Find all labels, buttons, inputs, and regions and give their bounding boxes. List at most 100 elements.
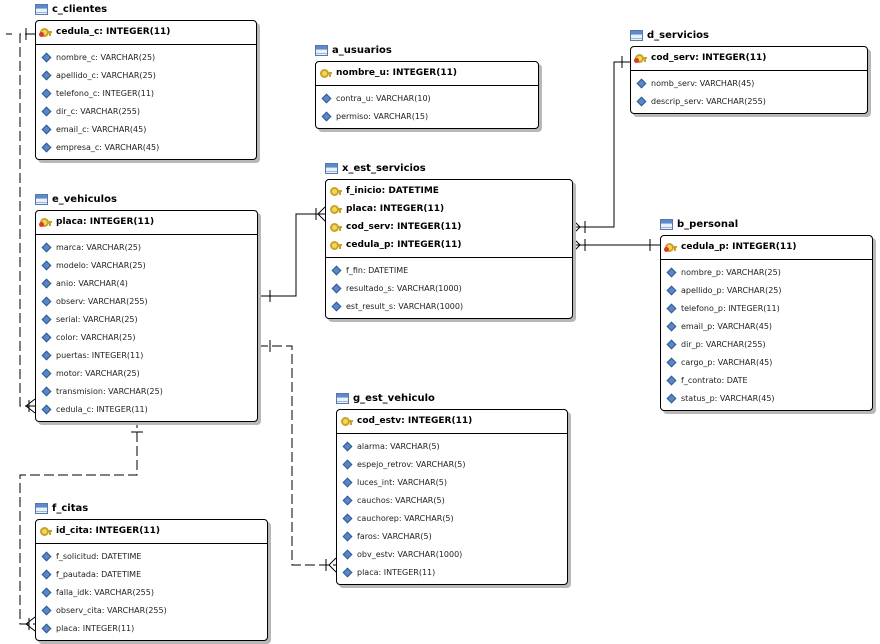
column-text: empresa_c: VARCHAR(45) [56, 142, 160, 152]
column-text: cauchos: VARCHAR(5) [357, 495, 445, 505]
primary-key-row[interactable]: cod_serv: INTEGER(11) [326, 218, 572, 236]
column-row[interactable]: apellido_c: VARCHAR(25) [36, 66, 256, 84]
column-row[interactable]: cargo_p: VARCHAR(45) [661, 353, 872, 371]
column-row[interactable]: observ: VARCHAR(255) [36, 292, 257, 310]
table-icon [336, 392, 349, 404]
primary-key-row[interactable]: cod_estv: INTEGER(11) [337, 412, 567, 430]
column-row[interactable]: espejo_retrov: VARCHAR(5) [337, 455, 567, 473]
primary-key-row[interactable]: cedula_p: INTEGER(11) [326, 236, 572, 254]
column-row[interactable]: obv_estv: VARCHAR(1000) [337, 545, 567, 563]
column-text: f_inicio: DATETIME [346, 186, 439, 196]
attribute-icon [634, 77, 648, 89]
table-box[interactable]: f_inicio: DATETIME placa: INTEGER(11)cod_… [325, 179, 573, 319]
column-text: falla_idk: VARCHAR(255) [56, 587, 154, 597]
column-row[interactable]: observ_cita: VARCHAR(255) [36, 601, 267, 619]
column-row[interactable]: faros: VARCHAR(5) [337, 527, 567, 545]
column-text: obv_estv: VARCHAR(1000) [357, 549, 463, 559]
column-row[interactable]: nombre_c: VARCHAR(25) [36, 48, 256, 66]
primary-key-section: cedula_c: INTEGER(11) [36, 21, 256, 45]
column-row[interactable]: email_c: VARCHAR(45) [36, 120, 256, 138]
primary-key-section: cedula_p: INTEGER(11) [661, 236, 872, 260]
attribute-icon [664, 356, 678, 368]
column-row[interactable]: luces_int: VARCHAR(5) [337, 473, 567, 491]
attribute-icon [39, 141, 53, 153]
column-text: telefono_c: INTEGER(11) [56, 88, 155, 98]
table-box[interactable]: cedula_p: INTEGER(11) nombre_p: VARCHAR(2… [660, 235, 873, 411]
column-row[interactable]: marca: VARCHAR(25) [36, 238, 257, 256]
column-row[interactable]: dir_c: VARCHAR(255) [36, 102, 256, 120]
table-title[interactable]: f_citas [35, 499, 88, 517]
column-row[interactable]: telefono_p: INTEGER(11) [661, 299, 872, 317]
column-row[interactable]: nombre_p: VARCHAR(25) [661, 263, 872, 281]
column-row[interactable]: status_p: VARCHAR(45) [661, 389, 872, 407]
column-row[interactable]: empresa_c: VARCHAR(45) [36, 138, 256, 156]
table-name: x_est_servicios [342, 162, 426, 174]
column-row[interactable]: alarma: VARCHAR(5) [337, 437, 567, 455]
column-row[interactable]: motor: VARCHAR(25) [36, 364, 257, 382]
primary-key-section: id_cita: INTEGER(11) [36, 520, 267, 544]
column-row[interactable]: placa: INTEGER(11) [337, 563, 567, 581]
table-title[interactable]: b_personal [660, 215, 738, 233]
table-title[interactable]: x_est_servicios [325, 159, 426, 177]
column-text: color: VARCHAR(25) [56, 332, 136, 342]
column-text: est_result_s: VARCHAR(1000) [346, 301, 464, 311]
column-row[interactable]: dir_p: VARCHAR(255) [661, 335, 872, 353]
column-text: contra_u: VARCHAR(10) [336, 93, 431, 103]
primary-key-section: cod_estv: INTEGER(11) [337, 410, 567, 434]
column-row[interactable]: f_solicitud: DATETIME [36, 547, 267, 565]
column-row[interactable]: f_fin: DATETIME [326, 261, 572, 279]
column-row[interactable]: anio: VARCHAR(4) [36, 274, 257, 292]
column-row[interactable]: nomb_serv: VARCHAR(45) [631, 74, 867, 92]
primary-key-row[interactable]: cedula_c: INTEGER(11) [36, 23, 256, 41]
primary-key-row[interactable]: nombre_u: INTEGER(11) [316, 64, 538, 82]
primary-key-row[interactable]: cedula_p: INTEGER(11) [661, 238, 872, 256]
primary-key-row[interactable]: placa: INTEGER(11) [326, 200, 572, 218]
column-row[interactable]: cauchos: VARCHAR(5) [337, 491, 567, 509]
column-row[interactable]: permiso: VARCHAR(15) [316, 107, 538, 125]
attribute-icon [39, 349, 53, 361]
key-icon [329, 185, 343, 197]
attribute-icon [634, 95, 648, 107]
attribute-icon [340, 512, 354, 524]
table-name: a_usuarios [332, 44, 392, 56]
column-row[interactable]: puertas: INTEGER(11) [36, 346, 257, 364]
primary-key-row[interactable]: id_cita: INTEGER(11) [36, 522, 267, 540]
column-row[interactable]: modelo: VARCHAR(25) [36, 256, 257, 274]
table-box[interactable]: cedula_c: INTEGER(11) nombre_c: VARCHAR(2… [35, 20, 257, 160]
table-box[interactable]: placa: INTEGER(11) marca: VARCHAR(25)mode… [35, 210, 258, 422]
primary-key-row[interactable]: cod_serv: INTEGER(11) [631, 49, 867, 67]
table-title[interactable]: c_clientes [35, 0, 107, 18]
attribute-icon [39, 241, 53, 253]
primary-key-row[interactable]: f_inicio: DATETIME [326, 182, 572, 200]
table-box[interactable]: nombre_u: INTEGER(11) contra_u: VARCHAR(1… [315, 61, 539, 129]
column-row[interactable]: transmision: VARCHAR(25) [36, 382, 257, 400]
column-row[interactable]: f_contrato: DATE [661, 371, 872, 389]
column-row[interactable]: cedula_c: INTEGER(11) [36, 400, 257, 418]
column-row[interactable]: est_result_s: VARCHAR(1000) [326, 297, 572, 315]
table-title[interactable]: a_usuarios [315, 41, 392, 59]
column-row[interactable]: falla_idk: VARCHAR(255) [36, 583, 267, 601]
column-row[interactable]: cauchorep: VARCHAR(5) [337, 509, 567, 527]
primary-key-row[interactable]: placa: INTEGER(11) [36, 213, 257, 231]
column-text: placa: INTEGER(11) [56, 217, 155, 227]
column-row[interactable]: color: VARCHAR(25) [36, 328, 257, 346]
column-row[interactable]: resultado_s: VARCHAR(1000) [326, 279, 572, 297]
table-title[interactable]: g_est_vehiculo [336, 389, 435, 407]
table-box[interactable]: id_cita: INTEGER(11) f_solicitud: DATETIM… [35, 519, 268, 641]
table-title[interactable]: d_servicios [630, 26, 709, 44]
table-title[interactable]: e_vehiculos [35, 190, 117, 208]
column-row[interactable]: contra_u: VARCHAR(10) [316, 89, 538, 107]
column-text: cod_estv: INTEGER(11) [357, 416, 473, 426]
table-box[interactable]: cod_serv: INTEGER(11) nomb_serv: VARCHAR(… [630, 46, 868, 114]
column-row[interactable]: f_pautada: DATETIME [36, 565, 267, 583]
table-box[interactable]: cod_estv: INTEGER(11) alarma: VARCHAR(5)e… [336, 409, 568, 585]
column-row[interactable]: email_p: VARCHAR(45) [661, 317, 872, 335]
column-row[interactable]: placa: INTEGER(11) [36, 619, 267, 637]
column-row[interactable]: telefono_c: INTEGER(11) [36, 84, 256, 102]
column-row[interactable]: apellido_p: VARCHAR(25) [661, 281, 872, 299]
table-icon [35, 502, 48, 514]
column-text: email_c: VARCHAR(45) [56, 124, 147, 134]
column-row[interactable]: descrip_serv: VARCHAR(255) [631, 92, 867, 110]
table-name: b_personal [677, 218, 739, 230]
column-row[interactable]: serial: VARCHAR(25) [36, 310, 257, 328]
